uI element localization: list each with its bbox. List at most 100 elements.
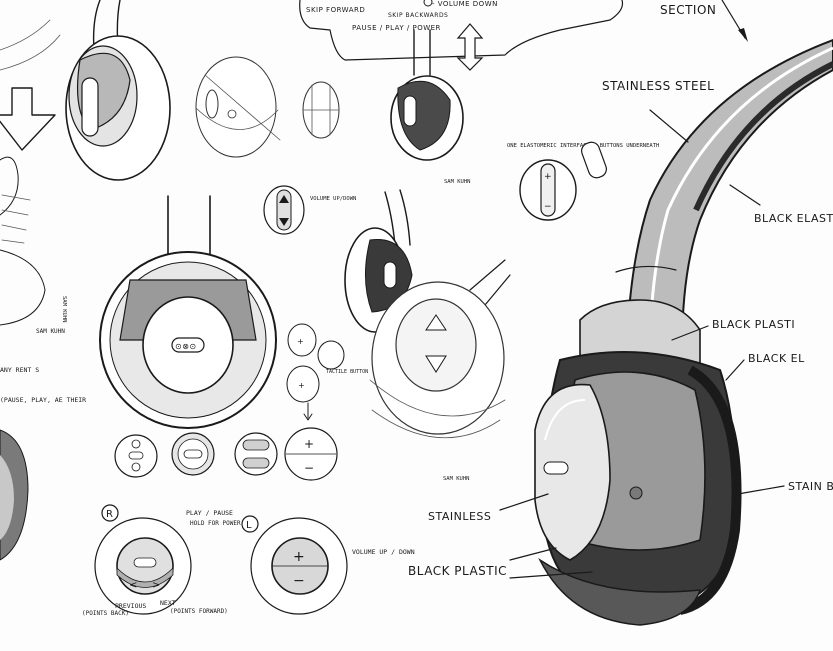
tactile-button-3 [286, 365, 320, 403]
stainless-steel-label: STAINLESS STEEL [602, 79, 714, 93]
callout-bubble-outline [299, 0, 624, 61]
pod-triangles-icon [425, 314, 447, 373]
pod-guide-curve [369, 379, 506, 417]
tactile-plus: + [297, 337, 304, 346]
right-center-pill-icon [133, 557, 157, 568]
skip-forward-label: SKIP FORWARD [306, 6, 365, 14]
left-cup-highlight [0, 455, 14, 540]
tactile-button-1 [287, 323, 317, 357]
stainless-label: STAINLESS [428, 510, 491, 523]
next-glyph: > [152, 580, 161, 591]
adjust-arrows-icon [456, 23, 484, 71]
front-yoke-arms [167, 195, 211, 263]
tactile-button-sketches: + + TACTILE BUTTON [286, 323, 368, 421]
black-elastomer-leader-2 [725, 359, 745, 381]
right-control-lower-shade [116, 567, 174, 588]
right-side-badge [101, 504, 119, 522]
left-edge-guides [0, 19, 61, 71]
front-plate-highlight [544, 399, 586, 441]
variant-3 [234, 432, 278, 476]
stainless-band-label: STAIN BAND [788, 480, 833, 493]
hold-for-power-label: HOLD FOR POWER [190, 520, 241, 527]
volume-down-label: - VOLUME DOWN [432, 0, 498, 8]
stainless-steel-label-1: STAINLESS STEEL [602, 79, 714, 93]
variant-3-top-pill [242, 439, 270, 451]
elastomer-minus: − [544, 202, 552, 212]
volume-up-down-note: VOLUME UP/DOWN [310, 196, 356, 202]
signature-vertical: SAM KUHN [61, 296, 67, 323]
cup-control-pill [81, 77, 99, 137]
previous-label: PREVIOUS [115, 602, 146, 610]
tactile-button-note: TACTILE BUTTON [326, 369, 368, 375]
pod-pill-icon [205, 89, 219, 119]
left-minus: − [293, 573, 305, 589]
volume-pill-sketch: VOLUME UP/DOWN [263, 185, 356, 235]
variant-4-minus: − [304, 461, 315, 475]
earcup-black-elastomer [678, 365, 742, 615]
left-side-letter: L [246, 520, 252, 531]
pod-button-icon [227, 109, 237, 119]
top-callout-group: SKIP FORWARD PAUSE / PLAY / POWER SKIP B… [299, 0, 624, 61]
adjust-control-pill [403, 95, 417, 127]
section-arrowhead-icon [738, 28, 748, 42]
skip-backwards-label: SKIP BACKWARDS [388, 12, 448, 19]
left-edge-sketches: SAM KUHN ANY RENT S (PAUSE, PLAY, AE THE… [0, 19, 86, 561]
main-headphone-render [534, 38, 833, 626]
black-plastic-leader-1 [671, 325, 709, 341]
black-plastic-label-2: BLACK PLASTIC [408, 564, 507, 578]
black-elastomer-leader [729, 184, 761, 206]
mid-control-pill [383, 261, 397, 289]
black-elastomer-label: BLACK ELASTOME [754, 212, 833, 225]
black-elastomer-label-2: BLACK EL [748, 352, 805, 365]
front-control-pill [171, 337, 205, 353]
elastomer-pill-icon [540, 163, 556, 217]
pod-outline [195, 56, 277, 158]
variant-3-bottom-pill [242, 457, 270, 469]
black-plastic-label-1: BLACK PLASTI [712, 318, 795, 331]
elastomer-side-pill-icon [581, 141, 607, 179]
right-control-diagram: R PLAY / PAUSE HOLD FOR POWER < > PREVIO… [82, 504, 241, 617]
left-side-badge [241, 515, 259, 533]
right-side-letter: R [106, 509, 113, 520]
signature-mid: SAM KUHN [443, 476, 470, 482]
headband-elastomer [693, 61, 833, 212]
pod-side-guides [302, 84, 340, 136]
main-control-pill-icon [543, 461, 569, 475]
next-label: NEXT [160, 599, 176, 607]
pod-large-inner [395, 298, 477, 392]
pod-guides [195, 74, 281, 141]
section-label: SECTION [660, 3, 716, 17]
hinge-pin [629, 486, 643, 500]
points-back-label: (POINTS BACK) [82, 610, 129, 617]
earcup-side-view-top [65, 0, 171, 181]
pod-arm-lines [469, 259, 511, 306]
variant-1-dot2-icon [131, 462, 141, 472]
stainless-leader [499, 493, 549, 511]
stainless-steel-leader [649, 109, 689, 143]
volume-down-dot-icon [423, 0, 433, 7]
black-plastic-leaders [509, 547, 593, 579]
front-plate [534, 383, 611, 561]
points-forward-label: (POINTS FORWARD) [170, 608, 228, 615]
prev-glyph: < [129, 580, 138, 591]
left-plus: + [293, 549, 305, 565]
headband-seam [615, 265, 677, 273]
play-pause-label: PLAY / PAUSE [186, 509, 233, 517]
left-note-1: ANY RENT S [0, 366, 39, 374]
control-pod-perspective [195, 56, 340, 158]
tactile-button-2 [317, 340, 345, 370]
stainless-band-leader [737, 485, 785, 495]
left-cushion-fragment [0, 249, 46, 326]
left-cup-fragment [0, 156, 19, 216]
left-grill-lines [1, 194, 31, 244]
earcup-cushion [538, 557, 702, 626]
signature-top: SAM KUHN [444, 179, 471, 185]
volume-triangles-icon [279, 195, 289, 226]
perspective-pod [369, 259, 511, 439]
tactile-down-arrow-icon [303, 402, 313, 421]
elastomer-note-group: ONE ELASTOMERIC INTERFACE 2 BUTTONS UNDE… [507, 141, 659, 221]
down-arrow-icon [0, 87, 56, 151]
adjust-stem [413, 29, 431, 76]
